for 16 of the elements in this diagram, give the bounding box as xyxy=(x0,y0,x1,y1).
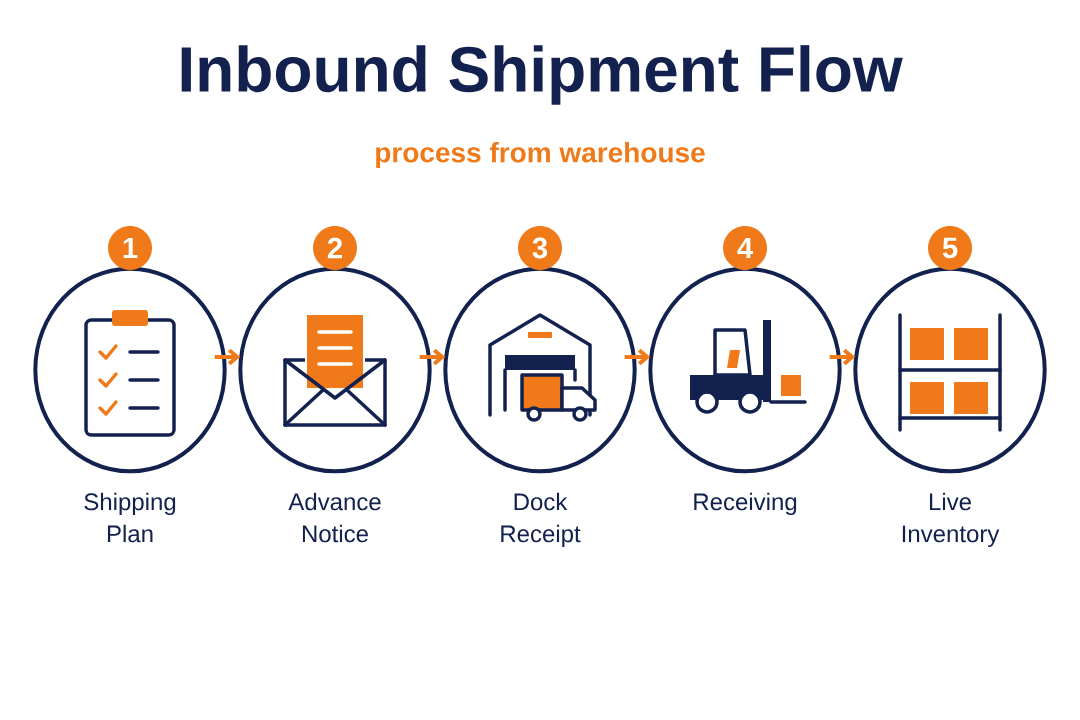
arrow xyxy=(829,348,856,366)
number-badge: 3 xyxy=(518,226,562,270)
arrow xyxy=(419,348,446,366)
number-badge: 5 xyxy=(928,226,972,270)
step-label: Advance Notice xyxy=(288,492,381,543)
step-label: Dock Receipt xyxy=(501,492,581,548)
number-badge: 4 xyxy=(723,226,767,270)
subtitle: process from warehouse xyxy=(376,141,705,169)
arrow xyxy=(624,348,651,366)
number-badge: 1 xyxy=(108,226,152,270)
step-label: Live Inventory xyxy=(902,492,1000,548)
arrow xyxy=(214,348,241,366)
number-badge: 2 xyxy=(313,226,357,270)
step-label: Shipping Plan xyxy=(84,492,176,543)
title: Inbound Shipment Flow xyxy=(181,45,903,105)
step-label: Receiving xyxy=(694,492,797,516)
